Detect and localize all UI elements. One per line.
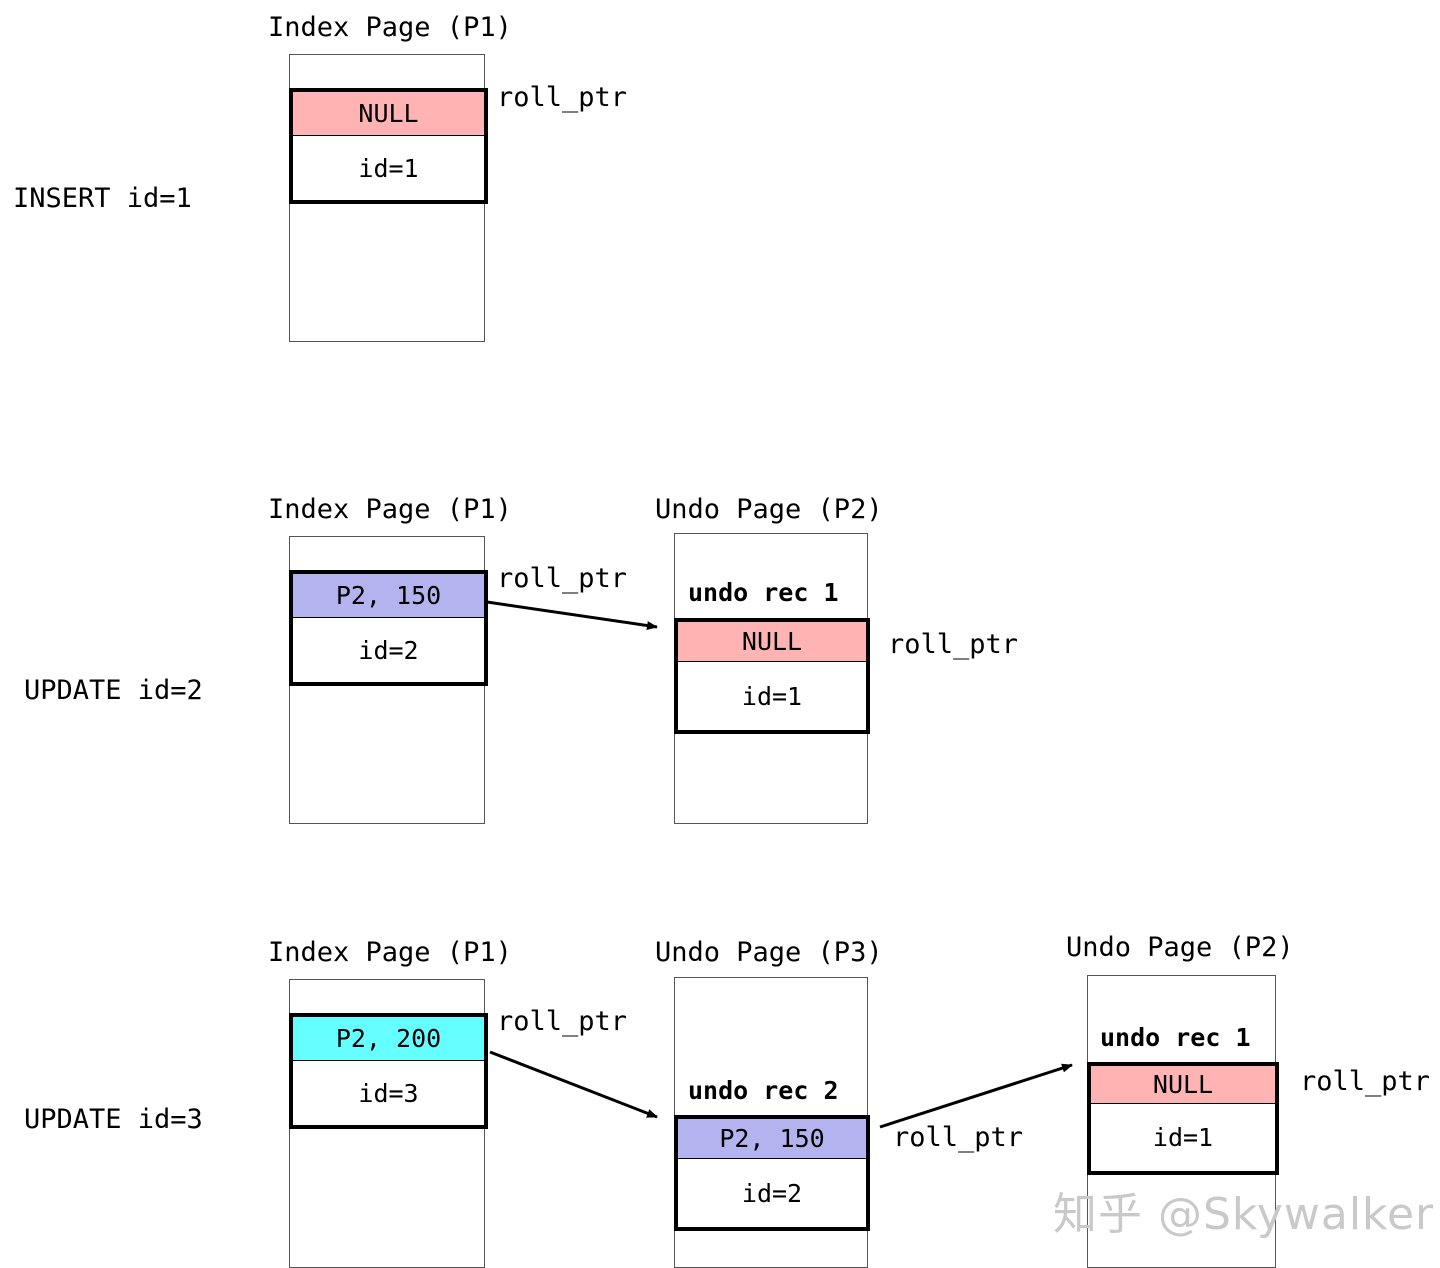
record-step2-p2[interactable]: NULL id=1 [674,618,870,734]
step-label-update-2: UPDATE id=2 [24,675,203,706]
step-label-update-3: UPDATE id=3 [24,1104,203,1135]
watermark-label: 知乎 @Skywalker [1053,1189,1435,1240]
record-ptr-cell-step1: NULL [293,92,484,136]
record-value-cell-step2-p2: id=1 [678,662,866,730]
roll-ptr-label-step3-p1: roll_ptr [497,1006,628,1037]
record-value-cell-step3-p2: id=1 [1091,1104,1275,1171]
record-value-cell-step3-p3: id=2 [678,1159,866,1227]
page-caption-step3-p2: undo rec 1 [1100,1023,1251,1052]
record-value-cell-step2-p1: id=2 [293,618,484,682]
step-label-insert: INSERT id=1 [13,183,192,214]
page-title-step3-p2: Undo Page (P2) [1066,932,1294,963]
record-step1-p1[interactable]: NULL id=1 [289,88,488,204]
record-step2-p1[interactable]: P2, 150 id=2 [289,570,488,686]
record-step3-p1[interactable]: P2, 200 id=3 [289,1013,488,1129]
record-ptr-cell-step3-p2: NULL [1091,1066,1275,1104]
record-step3-p3[interactable]: P2, 150 id=2 [674,1115,870,1231]
record-ptr-cell-step2-p1: P2, 150 [293,574,484,618]
page-title-step2-p1: Index Page (P1) [268,494,512,525]
record-ptr-cell-step3-p3: P2, 150 [678,1119,866,1159]
page-title-step1-p1: Index Page (P1) [268,12,512,43]
arrow-p3-to-p2-step3 [879,1063,1073,1129]
roll-ptr-label-step2-p2: roll_ptr [888,629,1019,660]
record-value-cell-step1: id=1 [293,136,484,200]
page-caption-step2-p2: undo rec 1 [688,578,839,607]
roll-ptr-label-step3-p2: roll_ptr [1300,1066,1431,1097]
record-ptr-cell-step3-p1: P2, 200 [293,1017,484,1061]
page-title-step3-p3: Undo Page (P3) [655,937,883,968]
record-value-cell-step3-p1: id=3 [293,1061,484,1125]
roll-ptr-label-step1: roll_ptr [497,82,628,113]
arrow-p1-to-p3-step3 [489,1050,658,1119]
record-ptr-cell-step2-p2: NULL [678,622,866,662]
record-step3-p2[interactable]: NULL id=1 [1087,1062,1279,1175]
page-title-step2-p2: Undo Page (P2) [655,494,883,525]
page-caption-step3-p3: undo rec 2 [688,1076,839,1105]
page-title-step3-p1: Index Page (P1) [268,937,512,968]
arrow-p1-to-p2-step2 [486,600,658,630]
roll-ptr-label-step3-p3: roll_ptr [893,1122,1024,1153]
roll-ptr-label-step2-p1: roll_ptr [497,563,628,594]
